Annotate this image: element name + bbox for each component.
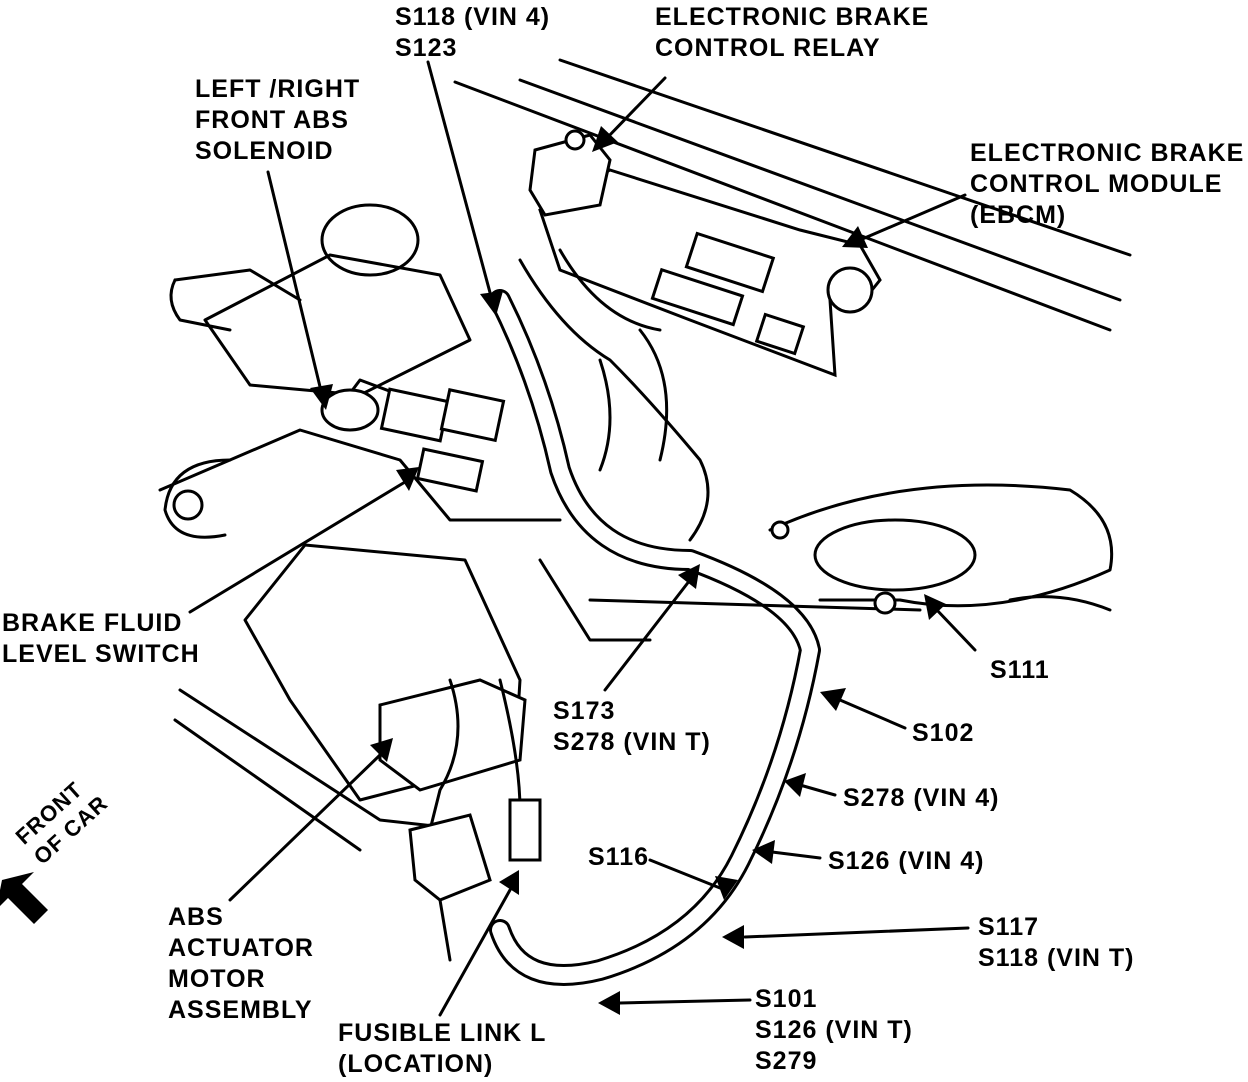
solenoid-connectors: [379, 387, 506, 493]
label-s118-s123: S118 (VIN 4) S123: [395, 2, 550, 64]
label-line: CONTROL MODULE: [970, 170, 1223, 198]
actuator-motor-shape: [158, 378, 652, 852]
air-duct-shape: [588, 483, 1114, 615]
label-line: FUSIBLE LINK L: [338, 1019, 547, 1047]
leader-arrows: [188, 60, 977, 1017]
label-line: ELECTRONIC BRAKE: [655, 3, 930, 31]
label-line: S126 (VIN 4): [828, 847, 985, 875]
label-line: ASSEMBLY: [168, 996, 313, 1024]
label-line: (LOCATION): [338, 1050, 494, 1078]
label-s278-vin4: S278 (VIN 4): [843, 783, 1000, 814]
label-line: LEVEL SWITCH: [2, 640, 200, 668]
label-line: ACTUATOR: [168, 934, 314, 962]
label-line: MOTOR: [168, 965, 266, 993]
label-s117-s118: S117 S118 (VIN T): [978, 912, 1135, 974]
label-s101-s126-s279: S101 S126 (VIN T) S279: [755, 984, 913, 1077]
front-of-car-arrow: [0, 872, 48, 924]
label-line: (EBCM): [970, 201, 1067, 229]
label-abs-actuator-motor-assembly: ABS ACTUATOR MOTOR ASSEMBLY: [168, 902, 314, 1026]
firewall-panel: [453, 58, 1132, 332]
label-line: SOLENOID: [195, 137, 334, 165]
label-line: BRAKE FLUID: [2, 609, 183, 637]
label-line: S102: [912, 719, 975, 747]
label-s126-vin4: S126 (VIN 4): [828, 846, 985, 877]
label-line: FRONT ABS: [195, 106, 349, 134]
label-brake-fluid-level-switch: BRAKE FLUID LEVEL SWITCH: [2, 608, 200, 670]
wiring-harness: [408, 248, 821, 986]
label-line: S117: [978, 913, 1040, 941]
label-s116: S116: [588, 842, 649, 873]
relay-shape: [528, 129, 612, 217]
label-electronic-brake-control-relay: ELECTRONIC BRAKE CONTROL RELAY: [655, 2, 929, 64]
label-s118-vin4: S118 (VIN 4): [395, 3, 551, 31]
label-line: S118 (VIN T): [978, 944, 1135, 972]
label-s123: S123: [395, 34, 458, 62]
label-s111: S111: [990, 655, 1050, 686]
label-line: ABS: [168, 903, 224, 931]
label-line: ELECTRONIC BRAKE: [970, 139, 1245, 167]
label-line: CONTROL RELAY: [655, 34, 881, 62]
reservoir-shape: [169, 203, 472, 397]
label-line: S116: [588, 843, 650, 871]
label-line: S279: [755, 1047, 818, 1075]
label-ebcm: ELECTRONIC BRAKE CONTROL MODULE (EBCM): [970, 138, 1244, 231]
label-s173-s278: S173 S278 (VIN T): [553, 696, 711, 758]
label-fusible-link: FUSIBLE LINK L (LOCATION): [338, 1018, 546, 1080]
label-line: S173: [553, 697, 616, 725]
label-line: S111: [990, 656, 1050, 684]
label-line: S278 (VIN T): [553, 728, 711, 756]
label-s102: S102: [912, 718, 974, 749]
label-line: LEFT /RIGHT: [195, 75, 361, 103]
label-line: S126 (VIN T): [755, 1016, 913, 1044]
label-line: S101: [755, 985, 818, 1013]
ebcm-module-shape: [538, 168, 882, 378]
label-abs-solenoid: LEFT /RIGHT FRONT ABS SOLENOID: [195, 74, 360, 167]
label-line: S278 (VIN 4): [843, 784, 1000, 812]
